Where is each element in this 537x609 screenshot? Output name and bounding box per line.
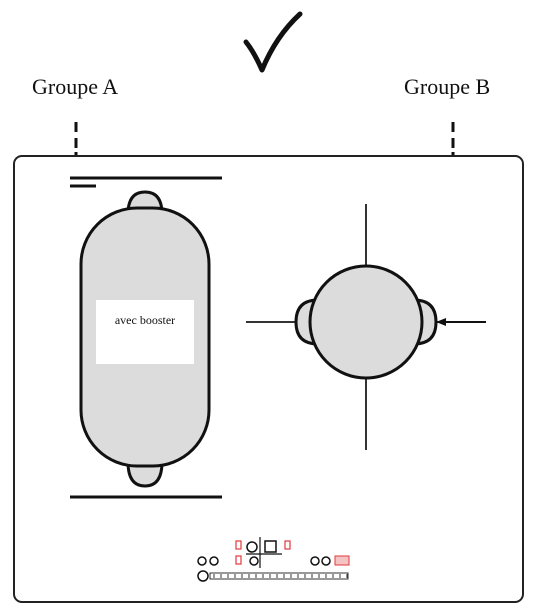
display-left-digit[interactable]: [235, 540, 242, 550]
booster-display[interactable]: [334, 555, 350, 566]
center-arrow-head: [436, 318, 446, 326]
zone-select-icon[interactable]: [246, 541, 258, 553]
power-icon[interactable]: [197, 570, 209, 582]
check-mark-icon: [243, 11, 303, 73]
display-right-digit[interactable]: [284, 540, 291, 550]
oval-cookware: [79, 190, 211, 488]
power-level-slider[interactable]: [209, 572, 349, 580]
timer-select-icon[interactable]: [264, 540, 277, 553]
oval-handle-bottom: [126, 461, 164, 488]
group-b-label: Groupe B: [404, 74, 491, 99]
control-panel: [197, 537, 350, 582]
plus-icon[interactable]: [321, 556, 331, 566]
group-a-label: Groupe A: [32, 74, 119, 99]
minus-icon[interactable]: [310, 556, 320, 566]
sub-zone-icon[interactable]: [249, 556, 259, 566]
lock-icon[interactable]: [197, 556, 207, 566]
display-left-digit-lower[interactable]: [235, 555, 242, 565]
booster-zone: [96, 300, 194, 364]
round-pan-body: [308, 264, 424, 380]
booster-zone-label: avec booster: [114, 313, 176, 327]
round-cookware: [246, 204, 486, 450]
timer-icon[interactable]: [209, 556, 219, 566]
